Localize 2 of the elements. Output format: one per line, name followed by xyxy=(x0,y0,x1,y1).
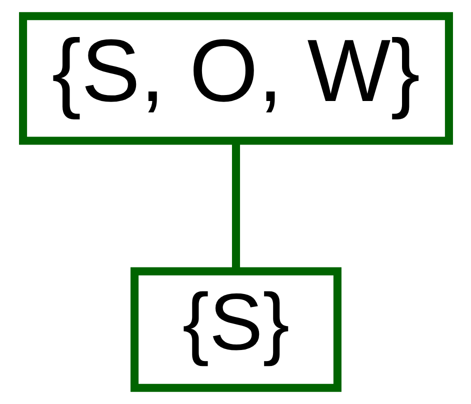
node-box: {S, O, W} xyxy=(18,12,452,145)
node-box: {S} xyxy=(130,267,341,392)
